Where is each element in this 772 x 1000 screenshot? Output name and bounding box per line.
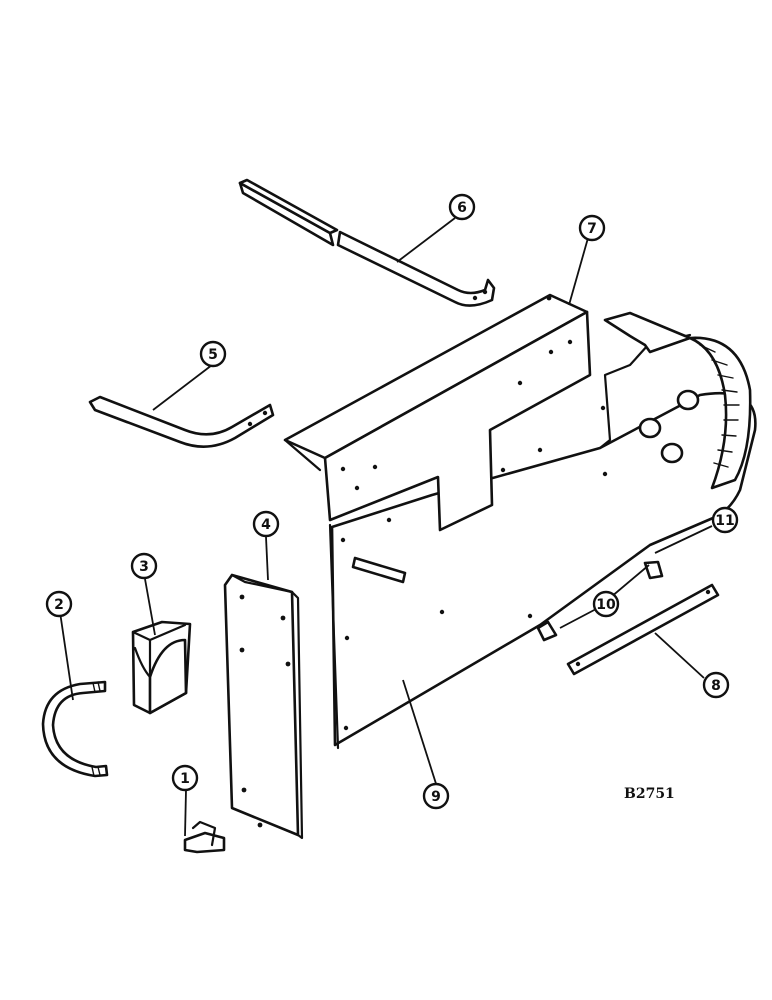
callout-6: 6 [448,193,476,221]
svg-text:10: 10 [596,597,616,613]
svg-text:11: 11 [715,513,734,529]
main-shield-panel [328,311,757,750]
svg-text:4: 4 [261,517,271,533]
callout-5: 5 [199,340,227,368]
callout-11: 11 [711,506,739,534]
svg-text:6: 6 [457,200,467,216]
callout-2: 2 [45,590,73,618]
plate-4 [223,573,304,840]
bearing-cap-3 [131,620,192,715]
svg-text:3: 3 [139,559,149,575]
callout-1: 1 [171,764,199,792]
svg-text:5: 5 [208,347,218,363]
svg-text:1: 1 [180,771,190,787]
curved-strap-5 [88,395,275,448]
leader-lines [59,217,713,837]
clip-1 [183,820,226,854]
angle-strap-6 [238,178,496,307]
svg-text:7: 7 [587,221,597,237]
callout-4: 4 [252,510,280,538]
callout-10: 10 [592,590,620,618]
svg-text:9: 9 [431,789,441,805]
top-channel [283,293,592,532]
svg-text:8: 8 [711,678,721,694]
callout-9: 9 [422,782,450,810]
svg-text:2: 2 [54,597,64,613]
drawing-code: B2751 [624,786,675,802]
angle-rod-8 [566,583,720,676]
callout-8: 8 [702,671,730,699]
u-bolt-2 [41,680,109,778]
callout-3: 3 [130,552,158,580]
callout-7: 7 [578,214,606,242]
